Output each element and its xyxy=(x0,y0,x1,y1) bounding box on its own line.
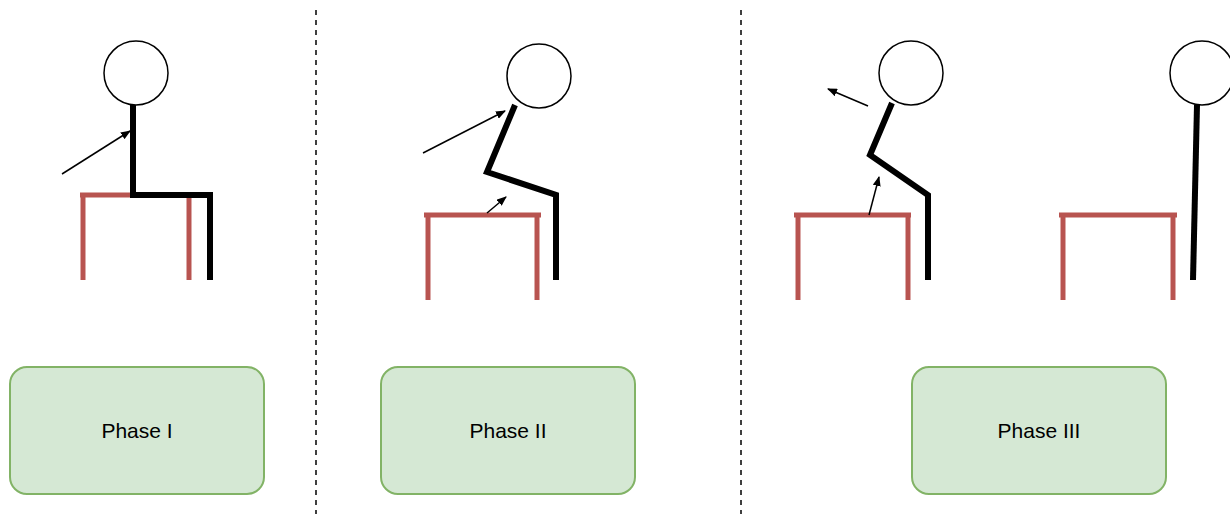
chair xyxy=(794,215,911,300)
chair-leg xyxy=(81,195,86,280)
phase-separator xyxy=(315,10,317,514)
force-arrow xyxy=(423,111,505,153)
figure-body xyxy=(1193,105,1197,280)
force-arrow xyxy=(869,177,879,215)
figure-head xyxy=(879,41,943,105)
phase-box: Phase III xyxy=(911,366,1167,495)
phase-box: Phase II xyxy=(380,366,636,495)
chair-leg xyxy=(535,215,540,300)
phase-label: Phase III xyxy=(998,419,1081,443)
chair xyxy=(424,215,541,300)
figure-body xyxy=(133,105,210,280)
stick-figure xyxy=(870,103,928,280)
chair xyxy=(80,195,192,280)
force-arrow xyxy=(62,131,130,174)
phase-separator xyxy=(740,10,742,514)
figure-head xyxy=(507,44,571,108)
stick-figure xyxy=(487,105,556,280)
force-arrow xyxy=(487,197,506,213)
chair-seat xyxy=(794,213,911,218)
chair-leg xyxy=(1171,215,1176,300)
chair-leg xyxy=(906,215,911,300)
chair-leg xyxy=(1061,215,1066,300)
chair-leg xyxy=(426,215,431,300)
phase-box: Phase I xyxy=(9,366,265,495)
force-arrow xyxy=(828,89,868,106)
stick-figure xyxy=(133,105,210,280)
figure-head xyxy=(104,41,168,105)
phase-label: Phase II xyxy=(469,419,546,443)
chair-leg xyxy=(187,195,192,280)
chair-leg xyxy=(796,215,801,300)
chair-seat xyxy=(424,213,541,218)
figure-head xyxy=(1170,41,1230,105)
figure-body xyxy=(487,105,556,280)
chair xyxy=(1059,215,1177,300)
chair-seat xyxy=(1059,213,1177,218)
figure-body xyxy=(870,103,928,280)
phase-label: Phase I xyxy=(101,419,172,443)
